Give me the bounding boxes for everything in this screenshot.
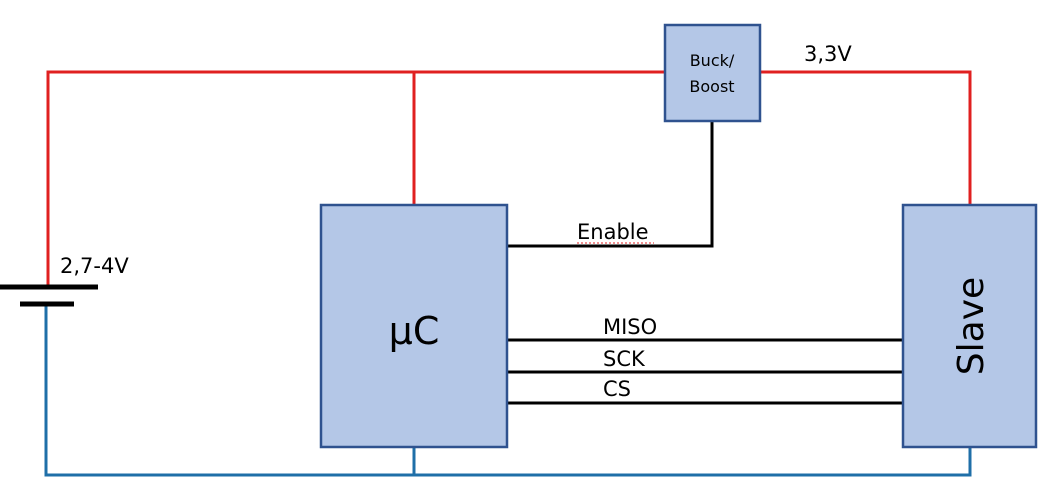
buck-boost-label-line2: Boost: [689, 77, 734, 96]
enable-label: Enable: [577, 220, 649, 244]
power-wire-3v3: [760, 70, 972, 205]
slave-block: [901, 203, 1038, 449]
cs-label: CS: [603, 377, 631, 401]
output-voltage-label: 3,3V: [804, 42, 852, 66]
sck-label: SCK: [603, 347, 646, 371]
enable-wire: [507, 121, 714, 248]
battery-symbol: [0, 284, 98, 307]
battery-voltage-label: 2,7-4V: [60, 254, 129, 278]
buck-boost-label-line1: Buck/: [690, 51, 735, 70]
buck-boost-block: [663, 23, 762, 123]
microcontroller-label: µC: [389, 309, 440, 353]
microcontroller-block: [319, 203, 509, 449]
power-wires: [46, 70, 972, 285]
miso-label: MISO: [603, 315, 657, 339]
power-wire-left: [46, 70, 665, 285]
slave-label: Slave: [951, 277, 992, 375]
signal-wires: [507, 121, 903, 405]
ground-wires: [44, 305, 972, 477]
ground-wire: [44, 305, 972, 477]
